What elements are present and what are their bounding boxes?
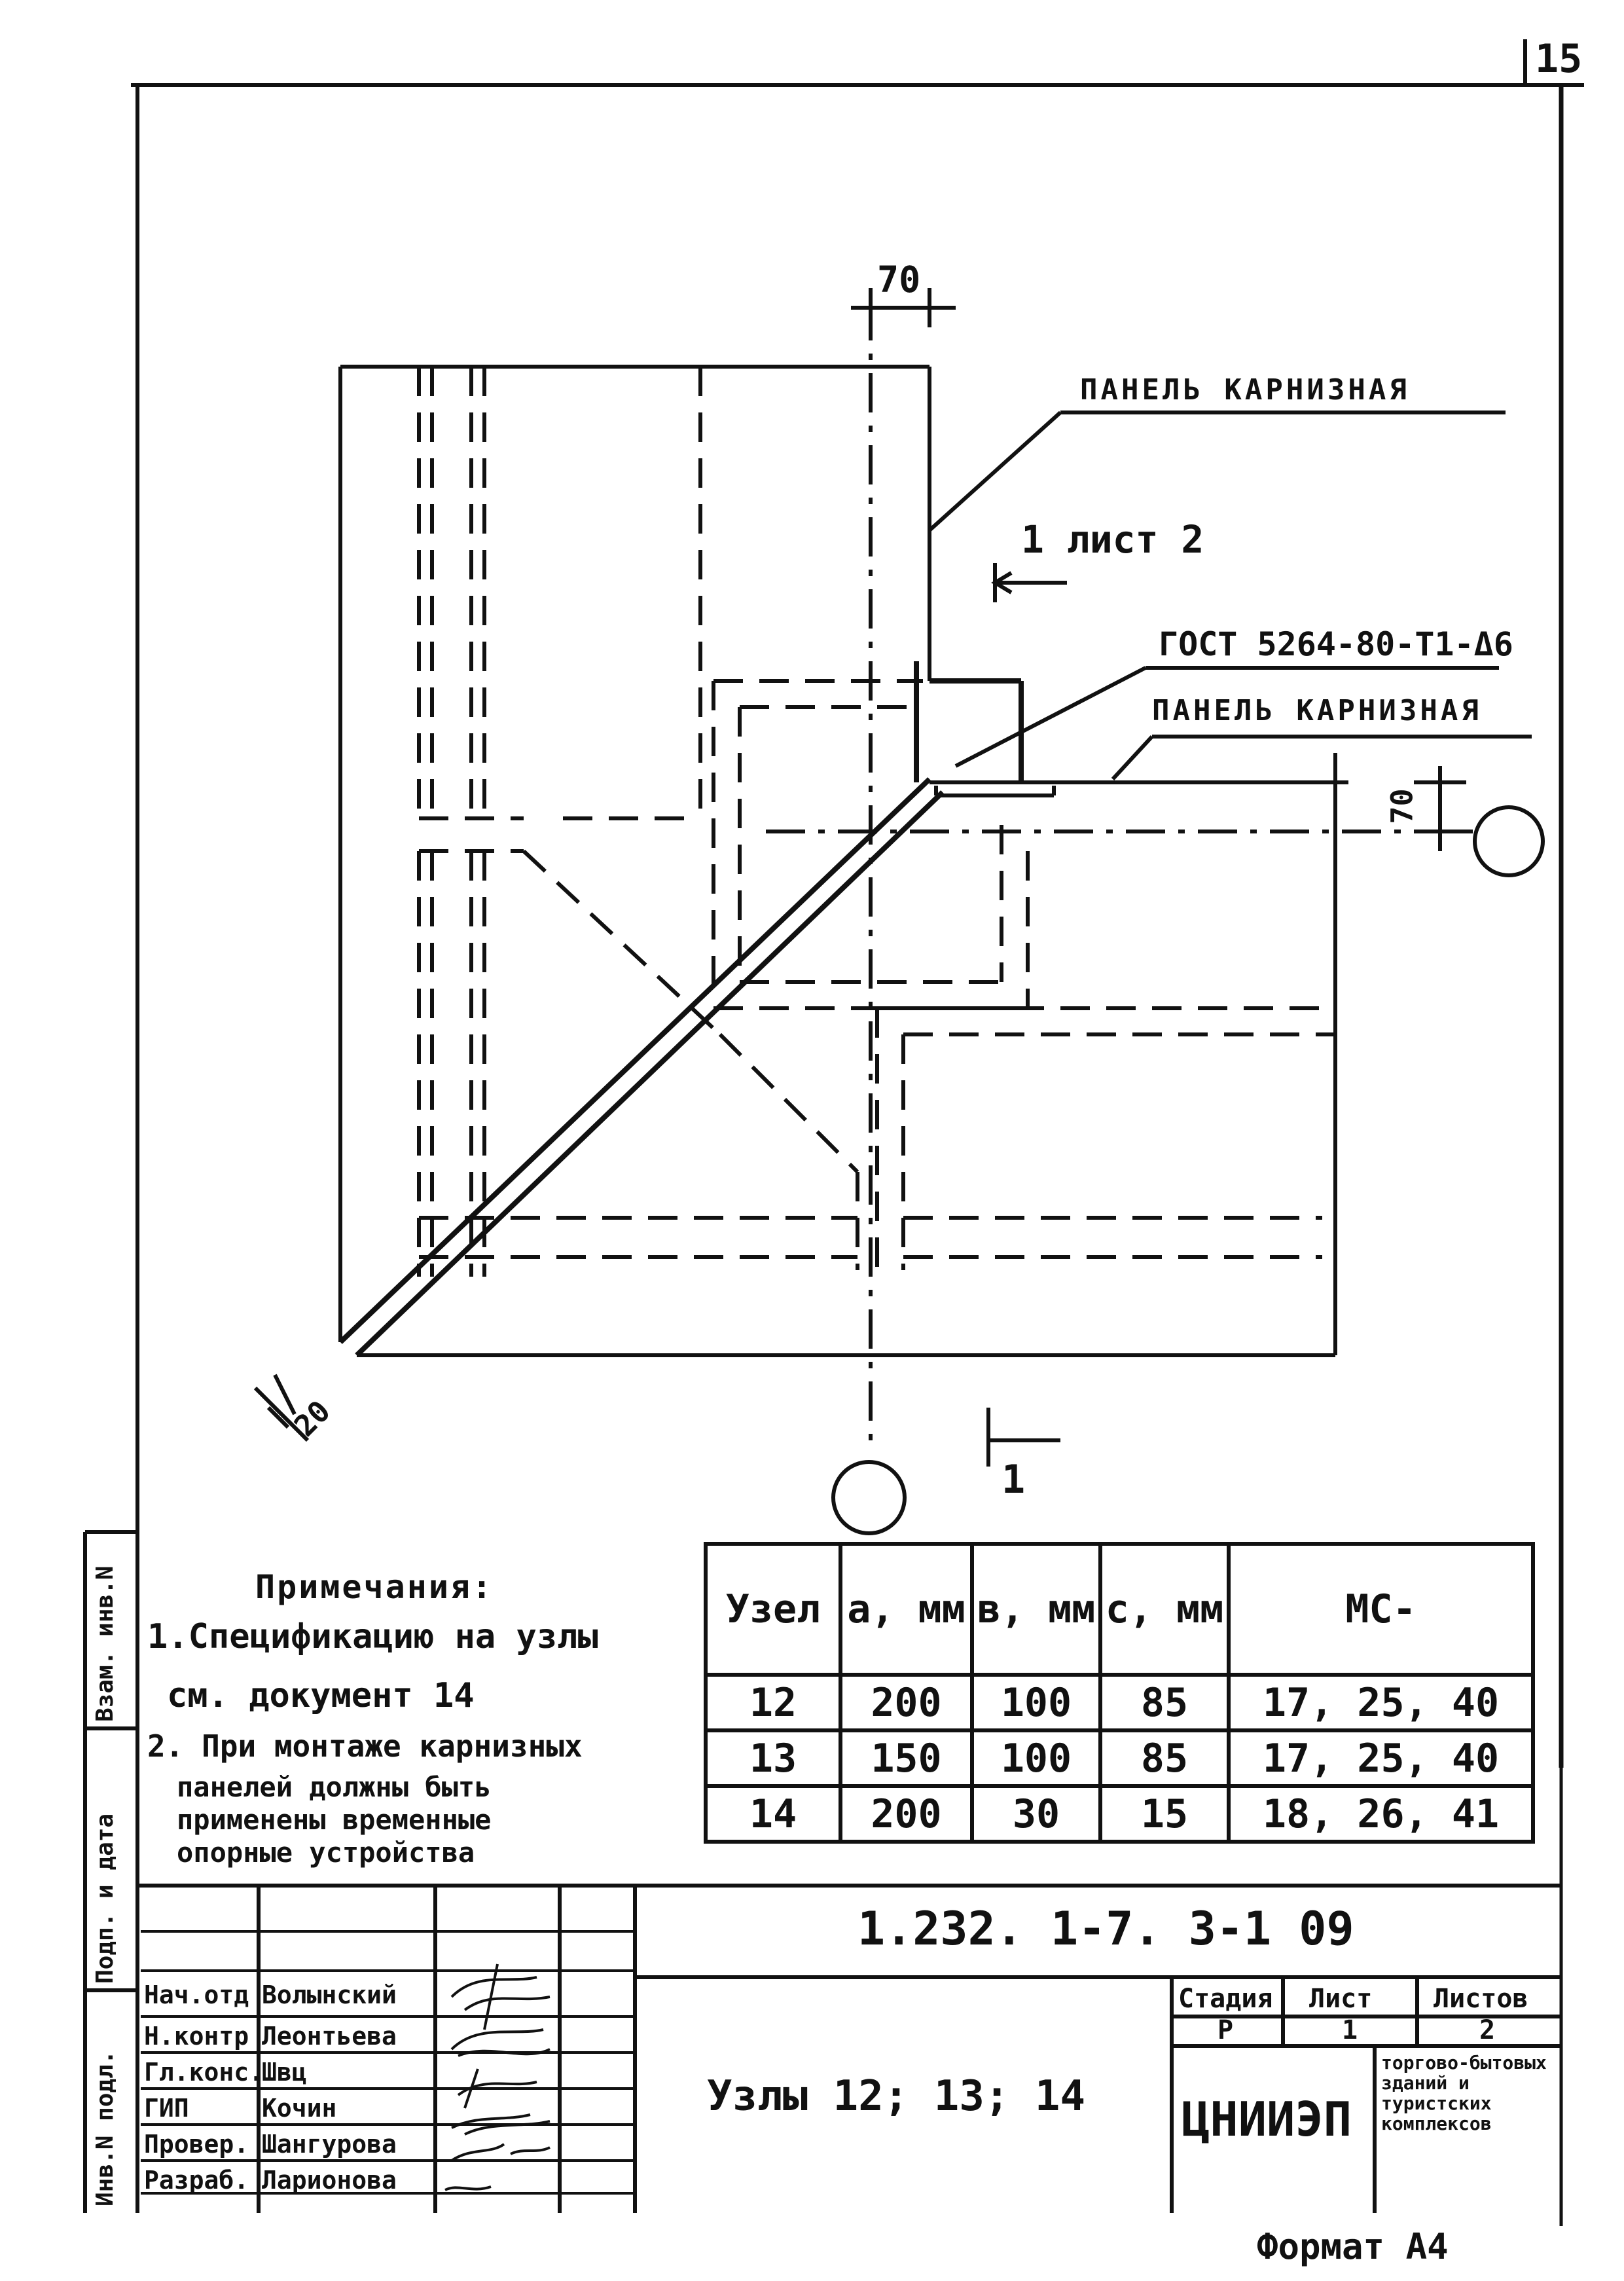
sheets-label: Листов xyxy=(1434,1984,1528,2014)
signature-name: Ларионова xyxy=(262,2166,397,2195)
note-line-2: см. документ 14 xyxy=(167,1676,475,1715)
format-label: Формат А4 xyxy=(1257,2226,1449,2267)
table-cell: 17, 25, 40 xyxy=(1227,1728,1535,1788)
signature-role: Разраб. xyxy=(144,2166,249,2195)
dimension-top: 70 xyxy=(877,259,921,301)
table-row: 14 200 30 15 18, 26, 41 xyxy=(704,1784,1535,1844)
side-sign-date: Подп. и дата xyxy=(92,1813,118,1984)
spec-header-cell: Узел xyxy=(704,1542,842,1677)
handwritten-signatures xyxy=(444,1963,550,2191)
signature-name: Швц xyxy=(262,2058,307,2087)
note-line-1: 1.Спецификацию на узлы xyxy=(147,1617,598,1656)
axis-circle-bottom xyxy=(831,1460,907,1535)
sheet-label: Лист xyxy=(1309,1984,1373,2014)
table-cell: 85 xyxy=(1098,1728,1231,1788)
table-row: 13 150 100 85 17, 25, 40 xyxy=(704,1728,1535,1788)
table-cell: 18, 26, 41 xyxy=(1227,1784,1535,1844)
section-mark-bottom: 1 xyxy=(1001,1457,1026,1503)
org-name: ЦНИИЭП xyxy=(1182,2092,1352,2147)
label-panel-right: ПАНЕЛЬ КАРНИЗНАЯ xyxy=(1152,694,1482,727)
spec-header-cell: в, мм xyxy=(970,1542,1102,1677)
table-cell: 12 xyxy=(704,1673,842,1732)
signature-role: Нач.отд xyxy=(144,1980,249,2009)
spec-table: Узел a, мм в, мм c, мм МС- 12 200 100 85… xyxy=(704,1542,1535,1844)
spec-header-cell: a, мм xyxy=(839,1542,974,1677)
spec-header-cell: c, мм xyxy=(1098,1542,1231,1677)
stage-label: Стадия xyxy=(1178,1984,1273,2014)
side-inv-orig: Инв.N подл. xyxy=(92,2050,118,2206)
note-line-5: применены временные xyxy=(177,1804,492,1836)
sheet-number: 15 xyxy=(1535,36,1583,82)
org-description: торгово-бытовых зданий и туристских комп… xyxy=(1381,2052,1547,2134)
note-line-3: 2. При монтаже карнизных xyxy=(147,1728,583,1764)
table-cell: 100 xyxy=(970,1728,1102,1788)
document-code: 1.232. 1-7. 3-1 09 xyxy=(857,1902,1354,1956)
label-panel-top: ПАНЕЛЬ КАРНИЗНАЯ xyxy=(1080,373,1410,407)
note-line-4: панелей должны быть xyxy=(177,1771,492,1803)
signature-name: Шангурова xyxy=(262,2130,397,2159)
notes-heading: Примечания: xyxy=(255,1568,494,1606)
stage-value: Р xyxy=(1218,2015,1234,2045)
table-cell: 30 xyxy=(970,1784,1102,1844)
axis-circle-right xyxy=(1473,805,1545,877)
table-cell: 200 xyxy=(839,1784,974,1844)
signature-name: Леонтьева xyxy=(262,2022,397,2051)
gost-label: ГОСТ 5264-80-Т1-Δ6 xyxy=(1159,625,1513,663)
side-inv-replace: Взам. инв.N xyxy=(92,1565,118,1722)
spec-header-row: Узел a, мм в, мм c, мм МС- xyxy=(704,1542,1535,1677)
table-cell: 100 xyxy=(970,1673,1102,1732)
table-cell: 13 xyxy=(704,1728,842,1788)
table-cell: 15 xyxy=(1098,1784,1231,1844)
signature-role: ГИП xyxy=(144,2094,189,2123)
table-cell: 150 xyxy=(839,1728,974,1788)
signature-role: Н.контр xyxy=(144,2022,249,2051)
signature-role: Провер. xyxy=(144,2130,249,2159)
note-line-6: опорные устройства xyxy=(177,1836,475,1869)
sheet-value: 1 xyxy=(1342,2015,1358,2045)
table-cell: 85 xyxy=(1098,1673,1231,1732)
drawing-title: Узлы 12; 13; 14 xyxy=(707,2072,1085,2121)
section-ref: 1 лист 2 xyxy=(1021,517,1204,562)
table-cell: 200 xyxy=(839,1673,974,1732)
table-cell: 17, 25, 40 xyxy=(1227,1673,1535,1732)
signature-role: Гл.конс. xyxy=(144,2058,264,2087)
table-cell: 14 xyxy=(704,1784,842,1844)
signature-name: Волынский xyxy=(262,1980,397,2009)
spec-header-cell: МС- xyxy=(1227,1542,1535,1677)
sheets-value: 2 xyxy=(1479,2015,1496,2045)
signature-name: Кочин xyxy=(262,2094,337,2123)
table-row: 12 200 100 85 17, 25, 40 xyxy=(704,1673,1535,1732)
